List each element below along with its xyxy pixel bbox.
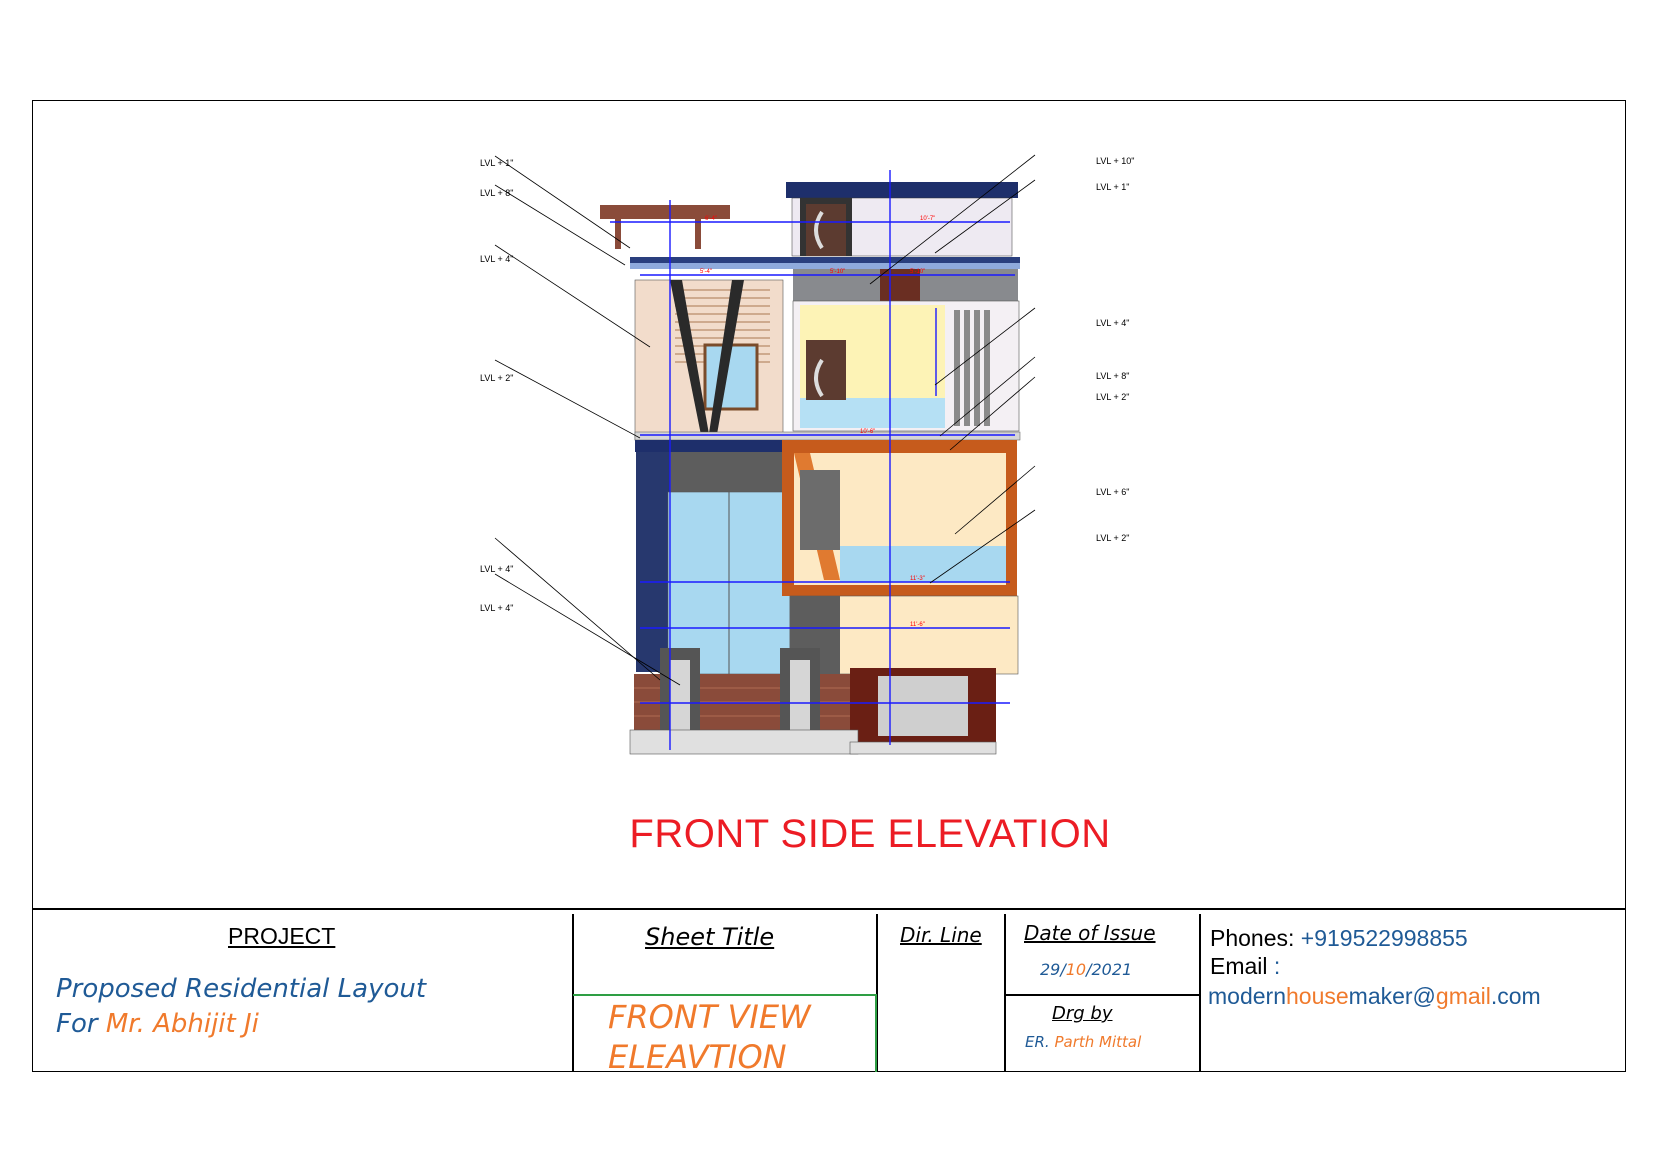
svg-text:5'-10": 5'-10" [910, 269, 925, 275]
project-description-line2: For Mr. Abhijit Ji [56, 1009, 259, 1039]
title-block-top-border [32, 908, 1626, 910]
email-part-1: modern [1208, 983, 1286, 1009]
level-label-right-2: LVL + 1" [1096, 182, 1130, 192]
level-label-right-3: LVL + 4" [1096, 318, 1130, 328]
title-block-divider-2 [876, 914, 878, 1072]
drg-by-name: Parth Mittal [1054, 1033, 1142, 1051]
svg-text:5'-10": 5'-10" [830, 269, 845, 275]
title-block-divider-3 [1004, 914, 1006, 1072]
phones-label: Phones: [1210, 925, 1295, 951]
phones-line: Phones: +919522998855 [1210, 925, 1468, 952]
date-month: 10 [1065, 960, 1087, 979]
title-block-divider-4 [1199, 914, 1201, 1072]
level-label-left-1: LVL + 1" [480, 158, 514, 168]
date-drg-separator [1005, 994, 1199, 996]
drg-by-value: ER. Parth Mittal [1025, 1033, 1141, 1051]
level-label-left-2: LVL + 8" [480, 188, 514, 198]
project-heading: PROJECT [228, 923, 336, 949]
level-label-right-1: LVL + 10" [1096, 156, 1135, 166]
phone-number[interactable]: +919522998855 [1300, 925, 1468, 951]
level-label-right-6: LVL + 6" [1096, 487, 1130, 497]
level-label-right-5: LVL + 2" [1096, 392, 1130, 402]
svg-text:11'-6": 11'-6" [910, 622, 925, 628]
date-of-issue-heading: Date of Issue [1024, 921, 1156, 945]
sheet-title-line1: FRONT VIEW [608, 998, 811, 1036]
level-label-left-6: LVL + 4" [480, 603, 514, 613]
level-label-left-5: LVL + 4" [480, 564, 514, 574]
level-label-left-4: LVL + 2" [480, 373, 514, 383]
email-part-4: gmail [1435, 983, 1491, 1009]
svg-text:11'-3": 11'-3" [910, 576, 925, 582]
date-day: 29/ [1040, 960, 1066, 979]
email-line: Email : [1210, 953, 1280, 980]
email-colon: : [1273, 953, 1281, 979]
date-year: /2021 [1086, 960, 1133, 979]
level-label-right-7: LVL + 2" [1096, 533, 1130, 543]
client-name: Mr. Abhijit Ji [105, 1009, 259, 1039]
drg-by-prefix: ER. [1025, 1033, 1050, 1051]
level-label-left-3: LVL + 4" [480, 254, 514, 264]
email-part-5: .com [1490, 983, 1541, 1009]
svg-text:10'-7": 10'-7" [920, 216, 935, 222]
svg-text:6'-4": 6'-4" [705, 216, 717, 222]
date-of-issue-value: 29/10/2021 [1040, 960, 1132, 979]
email-part-2: house [1285, 983, 1349, 1009]
sheet-title-right-border [875, 994, 877, 1072]
sheet-title-line2: ELEAVTION [608, 1038, 787, 1076]
sheet-title-separator [573, 994, 876, 996]
drg-by-heading: Drg by [1052, 1003, 1113, 1024]
drawing-title: FRONT SIDE ELEVATION [629, 812, 1111, 856]
project-for-label: For [56, 1009, 98, 1039]
title-block-divider-1 [572, 914, 574, 1072]
email-address[interactable]: modernhousemaker@gmail.com [1208, 983, 1541, 1010]
svg-text:5'-4": 5'-4" [700, 269, 712, 275]
dir-line-heading: Dir. Line [900, 923, 982, 947]
front-elevation-drawing: 6'-4" 10'-7" 5'-4" 5'-10" 5'-10" 10'-6" 11'-… [494, 154, 1036, 755]
project-description-line1: Proposed Residential Layout [56, 974, 427, 1004]
level-label-right-4: LVL + 8" [1096, 371, 1130, 381]
svg-text:10'-6": 10'-6" [860, 429, 875, 435]
email-label: Email [1210, 953, 1268, 979]
sheet-title-heading: Sheet Title [645, 923, 775, 951]
drawing-frame [32, 100, 1626, 1072]
email-part-3: maker@ [1348, 983, 1436, 1009]
